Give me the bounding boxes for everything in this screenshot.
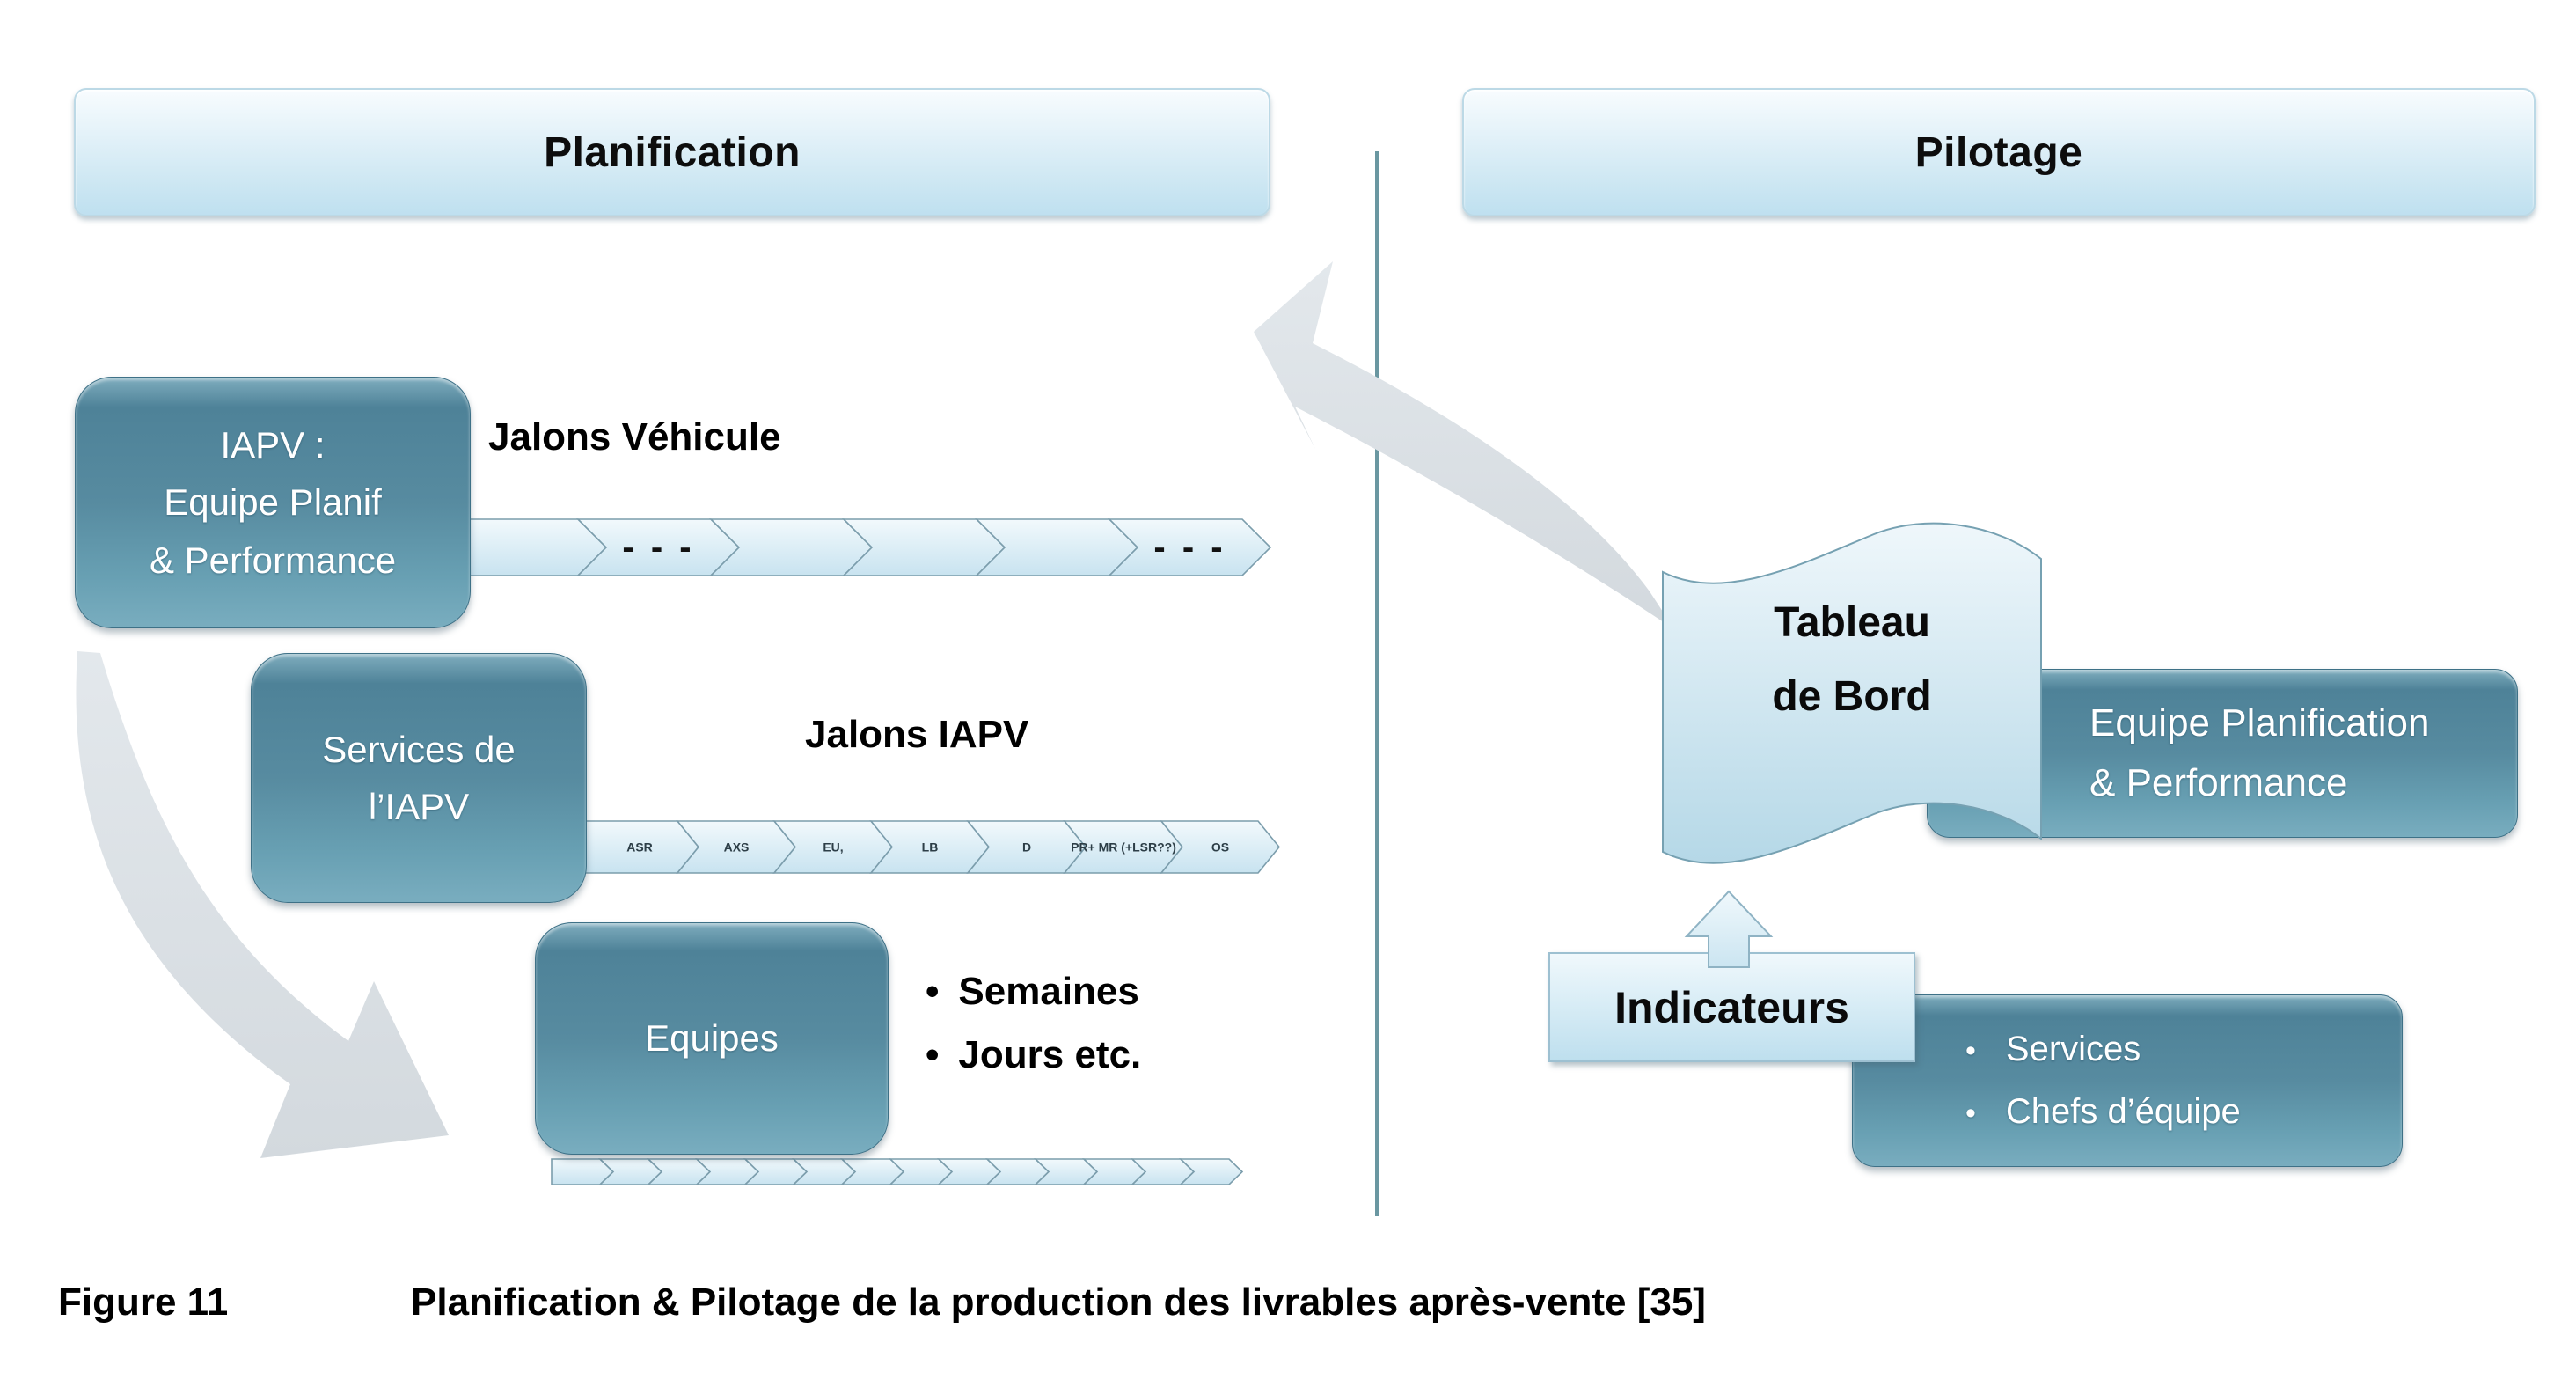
tableau-line: Tableau bbox=[1774, 599, 1930, 646]
list-item: • Semaines bbox=[926, 970, 1141, 1014]
jalons-vehicule-chevron-strip: - - -- - - bbox=[444, 518, 1272, 576]
iapv-box-line: & Performance bbox=[149, 539, 397, 581]
equipes-timeline-chevron bbox=[1179, 1158, 1244, 1185]
equipes-timeline-chevron-strip bbox=[551, 1158, 1244, 1185]
jalons-iapv-chevron-strip: ASR AXS EU, LB D PR+ MR (+LSR??) OS bbox=[580, 820, 1281, 874]
equipe-box-line: & Performance bbox=[2089, 761, 2348, 804]
bullet-icon: • bbox=[1965, 1034, 1976, 1068]
tableau-line: de Bord bbox=[1772, 673, 1932, 720]
jalons-iapv-chevron-label: D bbox=[1022, 840, 1031, 855]
bullet-icon: • bbox=[926, 1033, 940, 1076]
list-item: • Jours etc. bbox=[926, 1033, 1141, 1077]
bullet-icon: • bbox=[926, 970, 940, 1013]
jalons-iapv-label: Jalons IAPV bbox=[805, 713, 1029, 756]
bullet-text: Chefs d’équipe bbox=[2005, 1092, 2241, 1131]
jalons-iapv-chevron bbox=[1160, 820, 1281, 874]
jalons-vehicule-chevron bbox=[1108, 518, 1272, 576]
jalons-iapv-chevron-label: ASR bbox=[626, 840, 653, 855]
jalons-iapv-chevron-label: PR+ MR (+LSR??) bbox=[1071, 840, 1176, 855]
bullet-text: Semaines bbox=[958, 970, 1139, 1013]
indicateurs-box: Indicateurs bbox=[1548, 952, 1915, 1062]
services-box-line: Services de bbox=[322, 728, 516, 770]
indicateurs-bullet-list: • Services • Chefs d’équipe bbox=[1965, 1030, 2241, 1132]
planification-cascade-arrow bbox=[76, 651, 449, 1158]
bullet-icon: • bbox=[1965, 1097, 1976, 1130]
pilotage-header: Pilotage bbox=[1462, 88, 2536, 216]
up-arrow-shape bbox=[1684, 890, 1774, 968]
equipes-bullet-list: • Semaines • Jours etc. bbox=[926, 970, 1141, 1077]
jalons-iapv-chevron-label: OS bbox=[1211, 840, 1229, 855]
services-iapv-box: Services de l’IAPV bbox=[251, 653, 587, 903]
section-divider-line bbox=[1375, 151, 1379, 1216]
jalons-vehicule-chevron-label: - - - bbox=[622, 528, 694, 567]
list-item: • Chefs d’équipe bbox=[1965, 1092, 2241, 1132]
jalons-iapv-chevron-label: AXS bbox=[724, 840, 750, 855]
iapv-box-line: Equipe Planif bbox=[164, 481, 382, 524]
bullet-text: Jours etc. bbox=[958, 1033, 1142, 1076]
figure-number: Figure 11 bbox=[58, 1280, 229, 1324]
bullet-text: Services bbox=[2005, 1030, 2141, 1068]
figure-title: Planification & Pilotage de la productio… bbox=[411, 1280, 1706, 1324]
jalons-vehicule-label: Jalons Véhicule bbox=[488, 415, 781, 459]
jalons-iapv-chevron-label: LB bbox=[922, 840, 939, 855]
iapv-equipe-planif-box: IAPV : Equipe Planif & Performance bbox=[75, 377, 471, 628]
iapv-box-line: IAPV : bbox=[220, 424, 326, 466]
equipes-box-label: Equipes bbox=[645, 1017, 779, 1060]
jalons-iapv-chevron-label: EU, bbox=[823, 840, 843, 855]
services-box-line: l’IAPV bbox=[368, 786, 470, 827]
equipes-box: Equipes bbox=[535, 922, 889, 1155]
tableau-de-bord-scroll-shape bbox=[1662, 522, 2042, 864]
list-item: • Services bbox=[1965, 1030, 2241, 1069]
indicateurs-audience-box: • Services • Chefs d’équipe bbox=[1852, 994, 2403, 1167]
equipe-box-line: Equipe Planification bbox=[2089, 701, 2430, 745]
indicateurs-up-arrow-icon bbox=[1684, 890, 1774, 968]
jalons-vehicule-chevron-label: - - - bbox=[1153, 528, 1226, 567]
planification-header: Planification bbox=[74, 88, 1270, 216]
pilotage-feedback-arrow bbox=[1254, 261, 1674, 629]
wave-shape bbox=[1662, 522, 2042, 864]
tableau-de-bord-title: Tableau de Bord bbox=[1663, 586, 2041, 734]
